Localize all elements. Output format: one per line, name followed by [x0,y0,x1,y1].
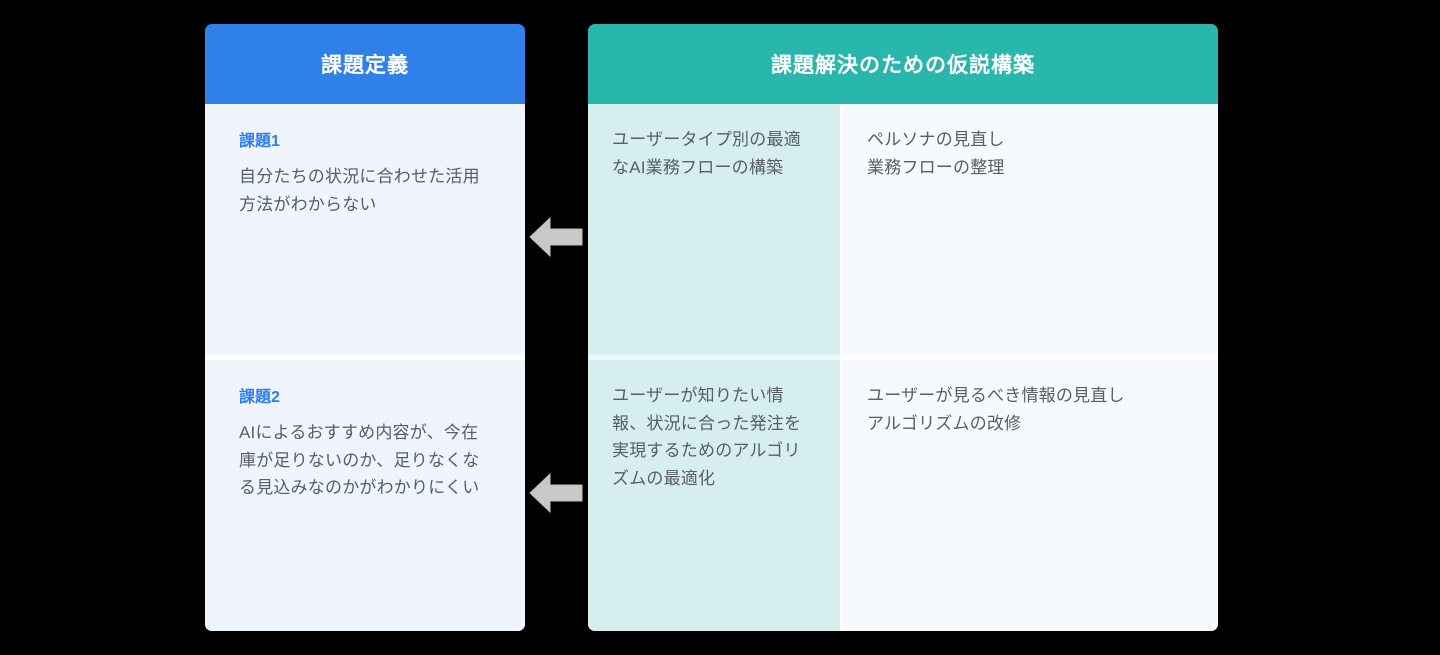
issue-definition-panel: 課題定義 課題1 自分たちの状況に合わせた活用方法がわからない 課題2 AIによ… [205,24,525,631]
actions-column-divider [843,355,1218,360]
issue-row-1: 課題1 自分たちの状況に合わせた活用方法がわからない [205,104,525,355]
issue-row-2-label: 課題2 [239,389,280,406]
hypothesis-cell-1-text: ユーザータイプ別の最適なAI業務フローの構築 [612,130,801,177]
actions-cell-1-text: ペルソナの見直し 業務フローの整理 [867,130,1005,177]
issue-row-1-text: 自分たちの状況に合わせた活用方法がわからない [239,167,480,214]
actions-cell-1: ペルソナの見直し 業務フローの整理 [843,104,1218,355]
column-separator [840,104,843,631]
actions-cell-2-text: ユーザーが見るべき情報の見直し アルゴリズムの改修 [867,386,1125,433]
arrow-left-icon [528,470,584,516]
issue-row-2-text: AIによるおすすめ内容が、今在庫が足りないのか、足りなくなる見込みなのかがわかり… [239,423,480,498]
actions-cell-2: ユーザーが見るべき情報の見直し アルゴリズムの改修 [843,360,1218,631]
issue-row-2: 課題2 AIによるおすすめ内容が、今在庫が足りないのか、足りなくなる見込みなのか… [205,360,525,631]
issue-definition-header: 課題定義 [205,24,525,104]
hypothesis-panel: 課題解決のための仮説構築 ユーザータイプ別の最適なAI業務フローの構築 ユーザー… [588,24,1218,631]
actions-column: ペルソナの見直し 業務フローの整理 ユーザーが見るべき情報の見直し アルゴリズム… [843,104,1218,631]
hypothesis-cell-2: ユーザーが知りたい情報、状況に合った発注を実現するためのアルゴリズムの最適化 [588,360,840,631]
issue-row-divider [205,355,525,360]
issue-definition-body: 課題1 自分たちの状況に合わせた活用方法がわからない 課題2 AIによるおすすめ… [205,104,525,631]
hypothesis-column-divider [588,355,840,360]
hypothesis-cell-1: ユーザータイプ別の最適なAI業務フローの構築 [588,104,840,355]
issue-row-1-label: 課題1 [239,133,280,150]
hypothesis-column: ユーザータイプ別の最適なAI業務フローの構築 ユーザーが知りたい情報、状況に合っ… [588,104,840,631]
hypothesis-cell-2-text: ユーザーが知りたい情報、状況に合った発注を実現するためのアルゴリズムの最適化 [612,386,802,488]
hypothesis-header: 課題解決のための仮説構築 [588,24,1218,104]
arrow-left-icon [528,214,584,260]
hypothesis-body: ユーザータイプ別の最適なAI業務フローの構築 ユーザーが知りたい情報、状況に合っ… [588,104,1218,631]
